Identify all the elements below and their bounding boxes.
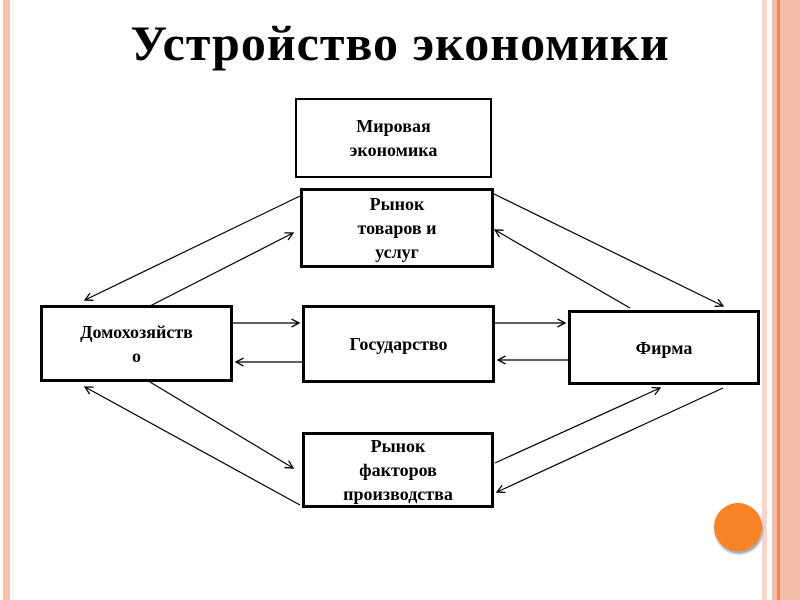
node-label-line: Государство: [349, 334, 448, 354]
decorative-circle: [714, 503, 762, 551]
arrow-factors-market-to-household: [85, 387, 301, 506]
arrow-factors-market-to-firm: [494, 388, 660, 464]
node-world-economy: Мировая экономика: [295, 98, 492, 178]
arrow-firm-to-factors-market: [497, 387, 724, 492]
right-accent-band: [772, 0, 800, 600]
node-label-line: о: [132, 345, 141, 366]
node-goods-market: Рынок товаров и услуг: [300, 188, 494, 268]
node-label-line: Рынок: [370, 436, 426, 456]
node-label-line: Мировая: [356, 116, 431, 136]
arrow-goods-market-to-firm: [491, 192, 723, 306]
node-label-line: товаров и: [357, 218, 437, 238]
arrow-firm-to-goods-market: [495, 230, 631, 309]
node-firm: Фирма: [568, 310, 760, 385]
node-label-line: Домохозяйств: [80, 321, 193, 342]
node-state: Государство: [302, 305, 495, 383]
arrow-goods-market-to-household: [85, 195, 301, 300]
node-label-line: Фирма: [635, 337, 693, 358]
node-household: Домохозяйств о: [40, 305, 233, 382]
arrow-household-to-factors-market: [149, 381, 293, 468]
right-accent-line: [777, 0, 780, 600]
page-title: Устройство экономики: [130, 15, 670, 71]
node-label-line: Рынок: [369, 194, 425, 214]
node-label-line: услуг: [375, 242, 419, 262]
left-accent-stripe: [3, 0, 10, 600]
node-factors-market: Рынок факторов производства: [302, 432, 494, 508]
node-label-line: факторов: [359, 460, 437, 480]
node-label-line: производства: [343, 484, 453, 504]
node-label-line: экономика: [349, 140, 438, 160]
arrow-household-to-goods-market: [149, 233, 293, 307]
right-thin-stripe: [762, 0, 767, 600]
